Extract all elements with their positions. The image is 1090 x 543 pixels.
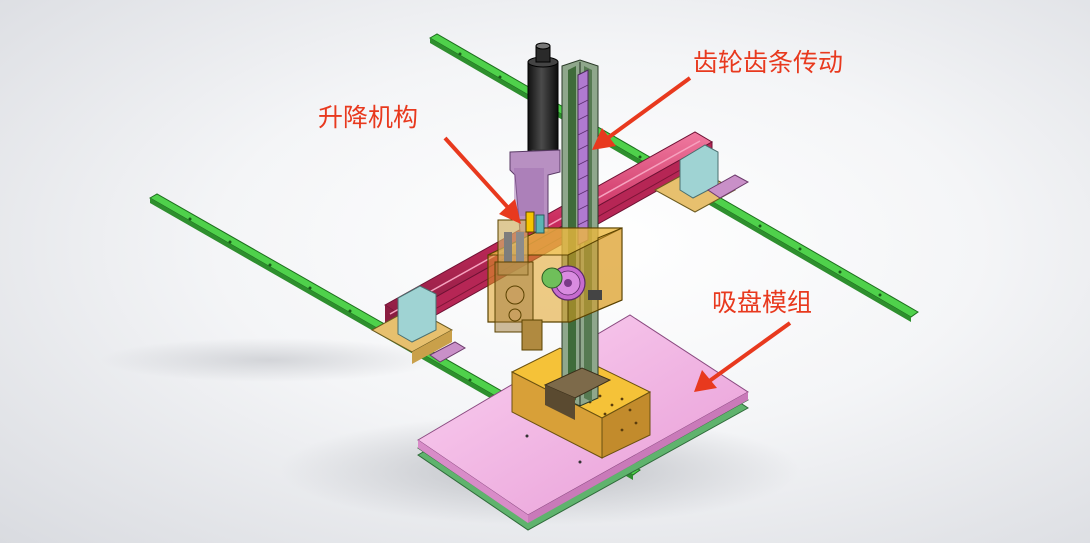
servo-motor — [527, 42, 559, 165]
floor-shadow-left — [100, 338, 440, 382]
motor-mount — [509, 149, 561, 233]
label-gear-rack-drive: 齿轮齿条传动 — [693, 48, 844, 77]
label-lifting-mechanism: 升降机构 — [318, 103, 419, 132]
arrow-heads — [499, 128, 717, 392]
gear-rack — [577, 69, 589, 246]
arrow-lifting — [443, 136, 514, 214]
arrow-suction — [706, 321, 792, 384]
arrowhead-lifting — [499, 199, 521, 224]
arrowhead-gear-rack — [592, 128, 616, 150]
pinion-gear — [541, 265, 586, 301]
rear-carriage — [653, 144, 750, 213]
arrowhead-suction — [694, 370, 717, 392]
gear-housing — [588, 227, 623, 311]
column-base — [543, 367, 612, 420]
callout-arrows — [443, 76, 792, 384]
arrow-gear-rack — [603, 76, 692, 142]
label-suction-cup-module: 吸盘模组 — [712, 288, 813, 317]
front-carriage — [370, 285, 466, 364]
